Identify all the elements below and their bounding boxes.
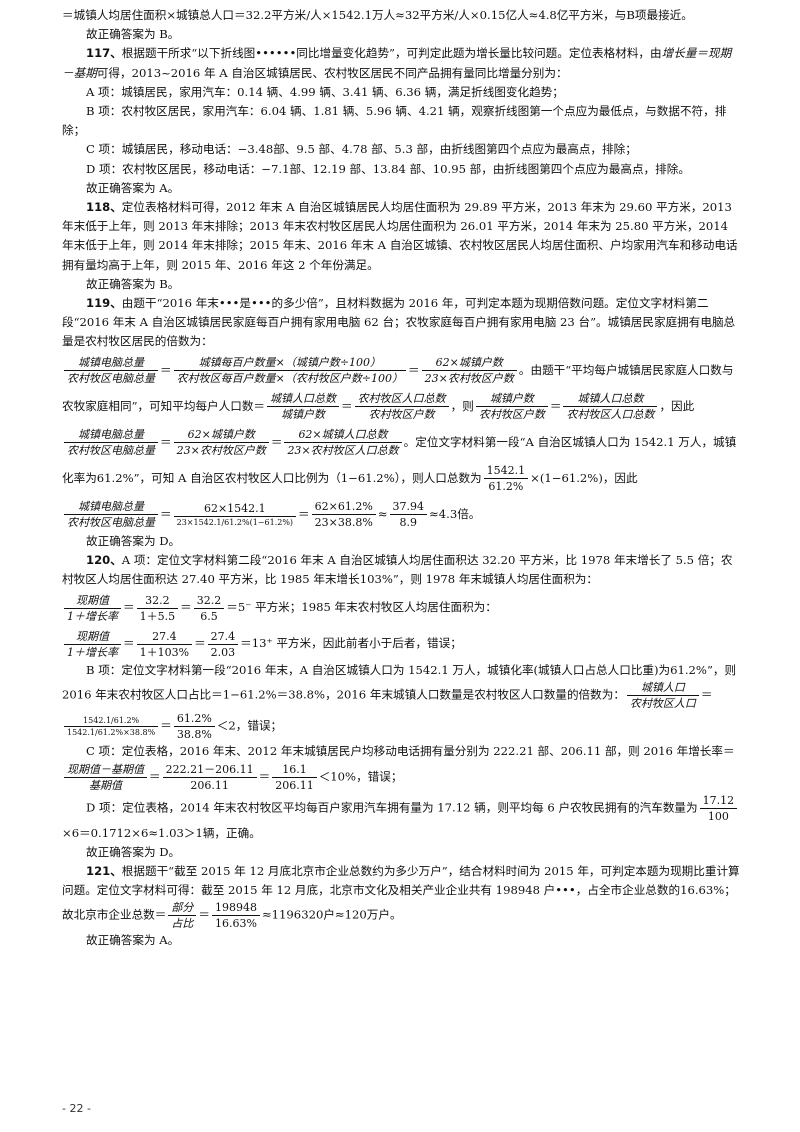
fraction: 农村牧区人口总数农村牧区户数	[354, 391, 449, 422]
fraction: 城镇人口总数农村牧区人口总数	[563, 391, 658, 422]
question-119: 119、由题干“2016 年末•••是•••的多少倍”，且材料数据为 2016 …	[62, 294, 742, 352]
fraction: 61.2%38.8%	[173, 711, 215, 742]
paragraph: ，则	[450, 398, 474, 413]
fraction: 城镇户数农村牧区户数	[475, 391, 548, 422]
paragraph: A 项：定位文字材料第二段“2016 年末 A 自治区城镇人均居住面积达 32.…	[62, 552, 733, 587]
option-b: B 项：农村牧区居民，家用汽车：6.04 辆、1.81 辆、5.96 辆、4.2…	[62, 104, 727, 138]
paragraph: B 项：定位文字材料第一段“2016 年末，A 自治区城镇人口为 1542.1 …	[62, 663, 737, 702]
paragraph: ，因此	[659, 398, 695, 413]
fraction: 城镇电脑总量农村牧区电脑总量	[64, 355, 158, 386]
paragraph: ＝13⁺ 平方米，因此前者小于后者，错误；	[240, 636, 462, 651]
fraction: 城镇人口总数城镇户数	[267, 391, 340, 422]
option-d: D 项：农村牧区居民，移动电话：−7.1部、12.19 部、13.84 部、10…	[86, 161, 690, 176]
answer-line: 故正确答案为 A。	[86, 180, 180, 195]
question-number: 120、	[86, 552, 122, 567]
option-c: C 项：定位表格，2016 年末、2012 年末城镇居民户均移动电话拥有量分别为…	[62, 742, 742, 792]
fraction: 1542.1/61.2%1542.1/61.2%×38.8%	[64, 715, 159, 738]
fraction: 现期值－基期值基期值	[64, 762, 147, 793]
answer-line: 故正确答案为 D。	[86, 533, 181, 548]
paragraph: ＝5⁻ 平方米；1985 年末农村牧区人均居住面积为：	[226, 600, 497, 615]
paragraph: ≈4.3倍。	[429, 506, 481, 521]
paragraph: D 项：定位表格，2014 年末农村牧区平均每百户家用汽车拥有量为 17.12 …	[86, 800, 698, 815]
paragraph: ＝城镇人均居住面积×城镇总人口＝32.2平方米/人×1542.1万人≈32平方米…	[62, 8, 693, 22]
question-117: 117、根据题干所求“以下折线图••••••同比增量变化趋势”，可判定此题为增长…	[62, 44, 742, 82]
fraction: 城镇人口农村牧区人口	[626, 680, 699, 711]
fraction: 部分占比	[168, 900, 197, 931]
paragraph: 。定位文字材料第一段“A 自治区城镇人口为 1542.1 万人，城镇化率为61.…	[62, 434, 737, 485]
question-number: 117、	[86, 46, 122, 61]
paragraph: 由题干“2016 年末•••是•••的多少倍”，且材料数据为 2016 年，可判…	[62, 296, 736, 349]
question-118: 118、定位表格材料可得，2012 年末 A 自治区城镇居民人均居住面积为 29…	[62, 198, 742, 275]
fraction: 城镇电脑总量农村牧区电脑总量	[64, 499, 158, 530]
paragraph: ×6＝0.1712×6≈1.03＞1辆，正确。	[62, 825, 261, 840]
paragraph: 可得，2013~2016 年 A 自治区城镇居民、农村牧区居民不同产品拥有量同比…	[96, 65, 568, 80]
question-number: 118、	[86, 200, 122, 215]
paragraph: C 项：定位表格，2016 年末、2012 年末城镇居民户均移动电话拥有量分别为…	[86, 744, 723, 759]
formula: 增长量＝现期－基期	[62, 46, 732, 80]
question-number: 121、	[86, 864, 122, 879]
paragraph: ＜2，错误；	[216, 718, 283, 733]
fraction: 城镇每百户数量×（城镇户数÷100）农村牧区每百户数量×（农村牧区户数÷100）	[173, 355, 407, 386]
option-d: D 项：定位表格，2014 年末农村牧区平均每百户家用汽车拥有量为 17.12 …	[62, 793, 742, 843]
fraction: 城镇电脑总量农村牧区电脑总量	[64, 427, 158, 458]
option-a: A 项：城镇居民，家用汽车：0.14 辆、4.99 辆、3.41 辆、6.36 …	[86, 84, 564, 99]
question-121: 121、根据题干“截至 2015 年 12 月底北京市企业总数约为多少万户”，结…	[62, 864, 740, 931]
answer-line: 故正确答案为 A。	[86, 933, 180, 948]
question-number: 119、	[86, 296, 122, 311]
question-120: 120、A 项：定位文字材料第二段“2016 年末 A 自治区城镇人均居住面积达…	[62, 551, 742, 589]
paragraph: 根据题干“截至 2015 年 12 月底北京市企业总数约为多少万户”，结合材料时…	[62, 864, 740, 922]
paragraph: 根据题干所求“以下折线图••••••同比增量变化趋势”，可判定此题为增长量比较问…	[121, 46, 662, 61]
answer-line: 故正确答案为 D。	[86, 844, 181, 859]
page-number: - 22 -	[62, 1102, 91, 1115]
paragraph: 定位表格材料可得，2012 年末 A 自治区城镇居民人均居住面积为 29.89 …	[62, 200, 738, 272]
paragraph: 。由题干“平均每户城镇居民家庭人口数与农牧家庭相同”，可知平均每户人口数＝	[62, 362, 734, 413]
answer-line: 故正确答案为 B。	[86, 27, 180, 42]
option-c: C 项：城镇居民，移动电话：−3.48部、9.5 部、4.78 部、5.3 部，…	[86, 142, 637, 157]
paragraph: ≈1196320户≈120万户。	[261, 907, 402, 922]
paragraph: ×(1−61.2%)，因此	[530, 470, 638, 485]
document-page: ＝城镇人均居住面积×城镇总人口＝32.2平方米/人×1542.1万人≈32平方米…	[62, 6, 742, 951]
answer-line: 故正确答案为 B。	[86, 276, 180, 291]
paragraph: ＜10%，错误；	[318, 769, 403, 784]
option-b: B 项：定位文字材料第一段“2016 年末，A 自治区城镇人口为 1542.1 …	[62, 663, 737, 742]
formula-block: 城镇电脑总量农村牧区电脑总量＝城镇每百户数量×（城镇户数÷100）农村牧区每百户…	[62, 355, 737, 494]
fraction: 62×61.2%23×38.8%	[311, 499, 376, 530]
